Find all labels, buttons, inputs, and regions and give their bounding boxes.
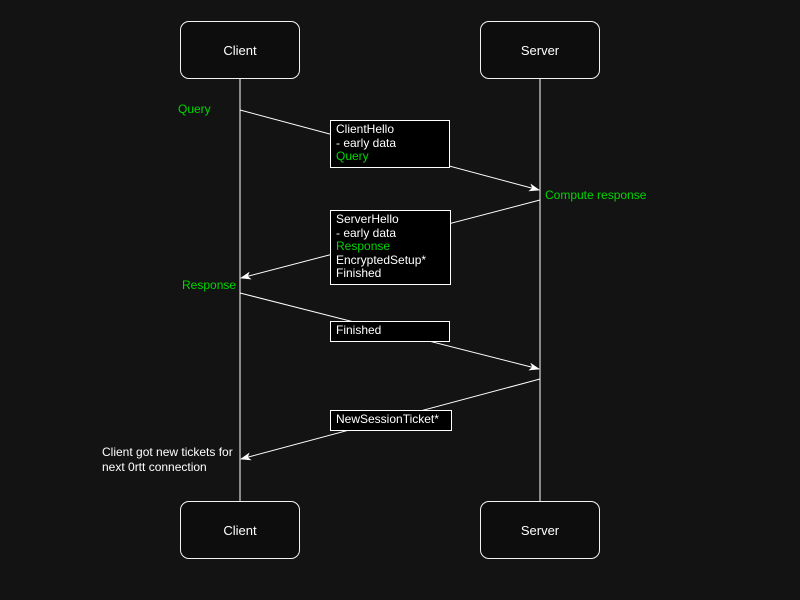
actor-label-client-top: Client <box>223 42 257 58</box>
message-line: NewSessionTicket* <box>336 412 439 426</box>
note-new-tickets: Client got new tickets for next 0rtt con… <box>102 445 233 475</box>
message-box-new-session-ticket: NewSessionTicket* <box>330 410 452 431</box>
message-line: ServerHello <box>336 212 399 226</box>
message-line: Response <box>336 239 391 253</box>
message-box-finished: Finished <box>330 321 450 342</box>
label-compute-response: Compute response <box>545 188 647 202</box>
actor-box-server-bottom: Server <box>480 501 600 559</box>
label-query: Query <box>178 102 211 116</box>
message-line: Finished <box>336 266 382 280</box>
message-line: EncryptedSetup* <box>336 252 427 267</box>
note-line-2: next 0rtt connection <box>102 460 207 474</box>
message-line: Finished <box>336 323 382 337</box>
actor-label-server-top: Server <box>520 42 560 58</box>
message-line: - early data <box>336 135 397 150</box>
message-box-server-hello: ServerHello - early data Response Encryp… <box>330 210 451 285</box>
label-response: Response <box>182 278 237 292</box>
actor-label-server-bottom: Server <box>520 522 560 538</box>
actor-box-client-bottom: Client <box>180 501 300 559</box>
message-box-client-hello: ClientHello - early data Query <box>330 120 450 168</box>
note-line-1: Client got new tickets for <box>102 445 233 459</box>
actor-box-client-top: Client <box>180 21 300 79</box>
message-line: ClientHello <box>336 122 395 136</box>
actor-box-server-top: Server <box>480 21 600 79</box>
message-line: - early data <box>336 225 397 240</box>
message-line: Query <box>336 149 369 163</box>
actor-label-client-bottom: Client <box>223 522 257 538</box>
